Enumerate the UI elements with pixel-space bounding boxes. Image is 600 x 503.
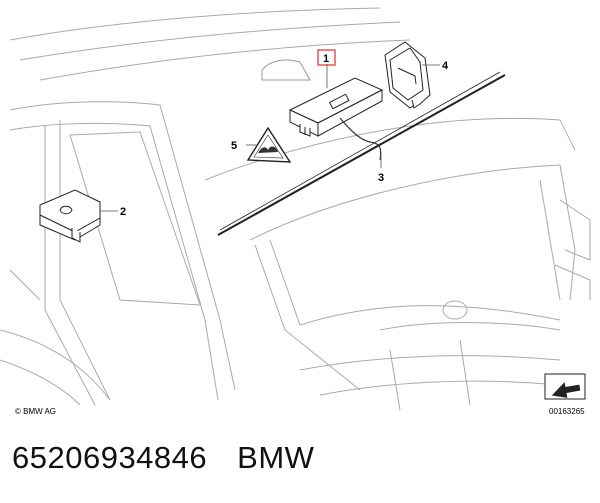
drawing-number: 00163265 <box>549 407 585 416</box>
car-body-outline <box>0 7 591 411</box>
part-caption: 65206934846 BMW <box>12 440 314 476</box>
part-3-cable <box>339 117 382 161</box>
callout-2[interactable]: 2 <box>120 206 126 218</box>
parts-diagram: 1 2 3 4 5 © BMW AG 00163265 <box>0 7 591 416</box>
callout-5[interactable]: 5 <box>231 140 237 152</box>
copyright-text: © BMW AG <box>15 407 56 416</box>
part-1-antenna-amplifier[interactable] <box>288 77 384 137</box>
part-number: 65206934846 <box>12 440 208 475</box>
callout-3[interactable]: 3 <box>378 172 384 184</box>
warning-triangle-icon <box>246 126 292 163</box>
brand-name: BMW <box>237 440 315 475</box>
part-2-module[interactable] <box>39 189 101 243</box>
leader-lines <box>100 64 440 212</box>
roof-antenna-fin <box>261 59 311 81</box>
callout-4[interactable]: 4 <box>442 60 449 72</box>
callout-1[interactable]: 1 <box>323 53 329 65</box>
bmw-next-arrow-icon <box>544 373 586 400</box>
rear-spoiler-edge <box>217 71 506 236</box>
callout-1-highlight-box <box>317 49 336 66</box>
part-4-module[interactable] <box>384 41 431 109</box>
